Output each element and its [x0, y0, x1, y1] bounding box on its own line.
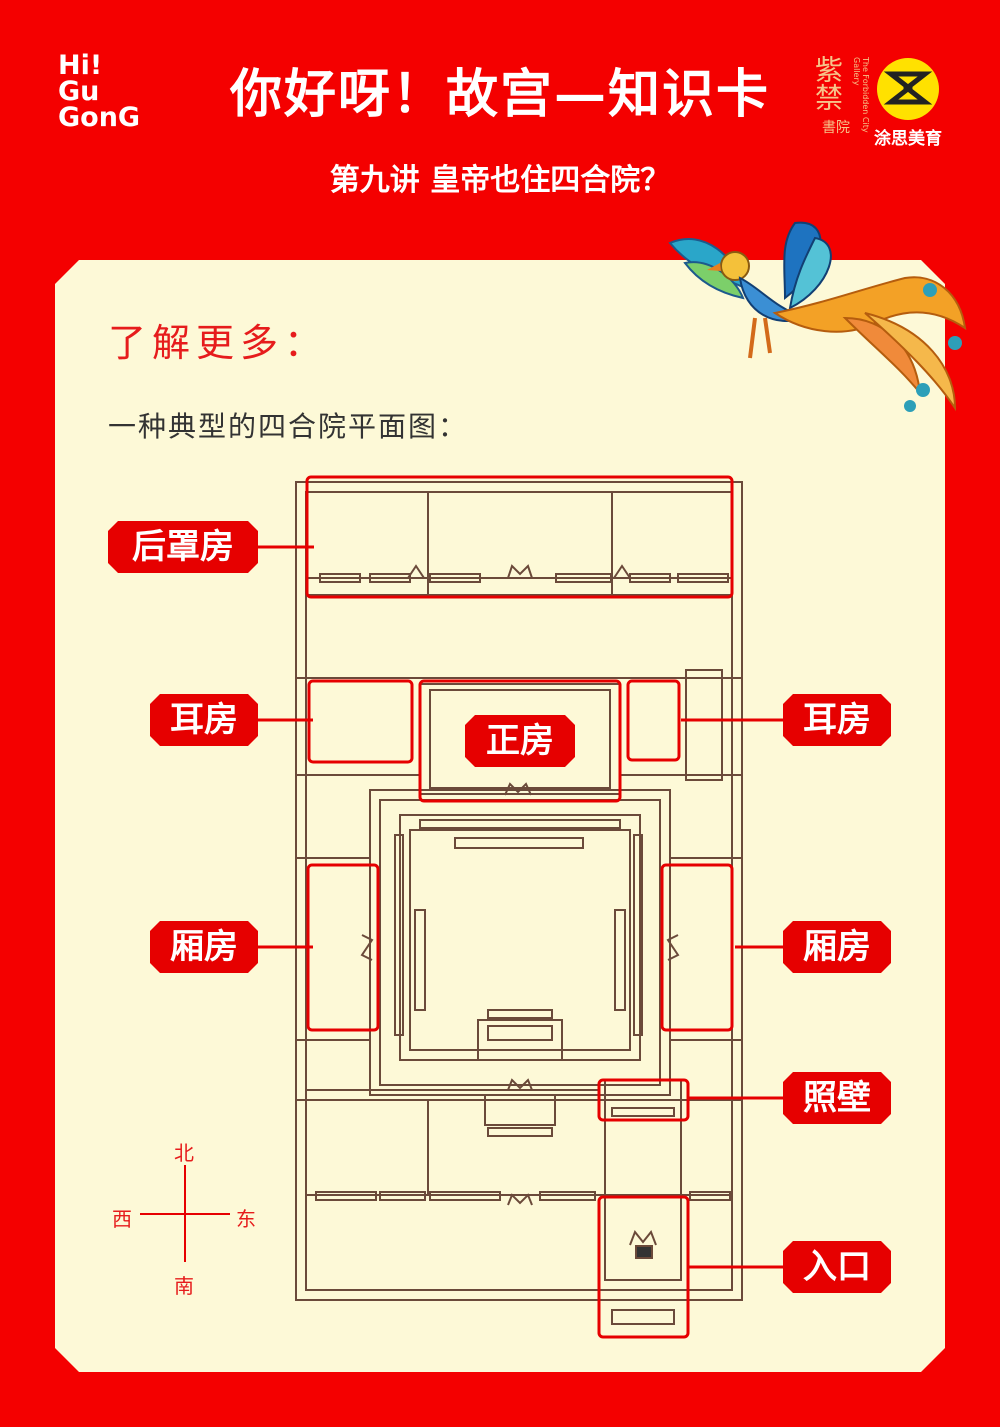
logo-line-2: Gu [58, 76, 100, 107]
screen-wall-highlight [597, 1078, 690, 1122]
phoenix-illustration [668, 221, 967, 412]
compass-south: 南 [174, 1274, 194, 1298]
plan-caption: 一种典型的四合院平面图： [108, 410, 469, 443]
ear-room-left-highlight [307, 679, 414, 764]
ear-room-right-highlight [626, 679, 681, 762]
compass-west: 西 [112, 1207, 132, 1231]
label-ear-room-right: 耳房 [783, 694, 891, 746]
label-wing-right: 厢房 [783, 921, 891, 973]
page-subtitle: 第九讲 皇帝也住四合院？ [329, 163, 671, 198]
higugong-logo: Hi! Gu GonG [58, 50, 141, 133]
logo-line-3: GonG [58, 102, 141, 133]
brand1-small-text: 書院 [822, 120, 850, 136]
learn-more-heading: 了解更多： [108, 321, 329, 365]
main-house-highlight [418, 679, 622, 803]
label-back-house: 后罩房 [108, 521, 258, 573]
label-entrance: 入口 [783, 1241, 891, 1293]
brand1-big-text: 紫禁 [811, 55, 844, 111]
label-wing-left: 厢房 [150, 921, 258, 973]
forbidden-city-gallery-logo: 紫禁 The Forbidden City Gallery 書院 [811, 55, 870, 140]
compass-north: 北 [174, 1141, 194, 1165]
compass-east: 东 [236, 1207, 256, 1231]
label-main-house: 正房 [465, 715, 575, 767]
label-ear-room-left: 耳房 [150, 694, 258, 746]
brand2-name: 涂思美育 [874, 129, 942, 149]
back-house-highlight [305, 475, 734, 599]
logo-line-1: Hi! [58, 50, 103, 81]
wing-right-highlight [660, 863, 734, 1032]
brand1-en-text: The Forbidden City Gallery [852, 57, 870, 133]
tusi-logo: 涂思美育 [872, 58, 944, 149]
tusi-logo-icon [877, 58, 939, 120]
page-title: 你好呀！故宫—知识卡 [229, 64, 770, 125]
label-screen-wall: 照壁 [783, 1072, 891, 1124]
